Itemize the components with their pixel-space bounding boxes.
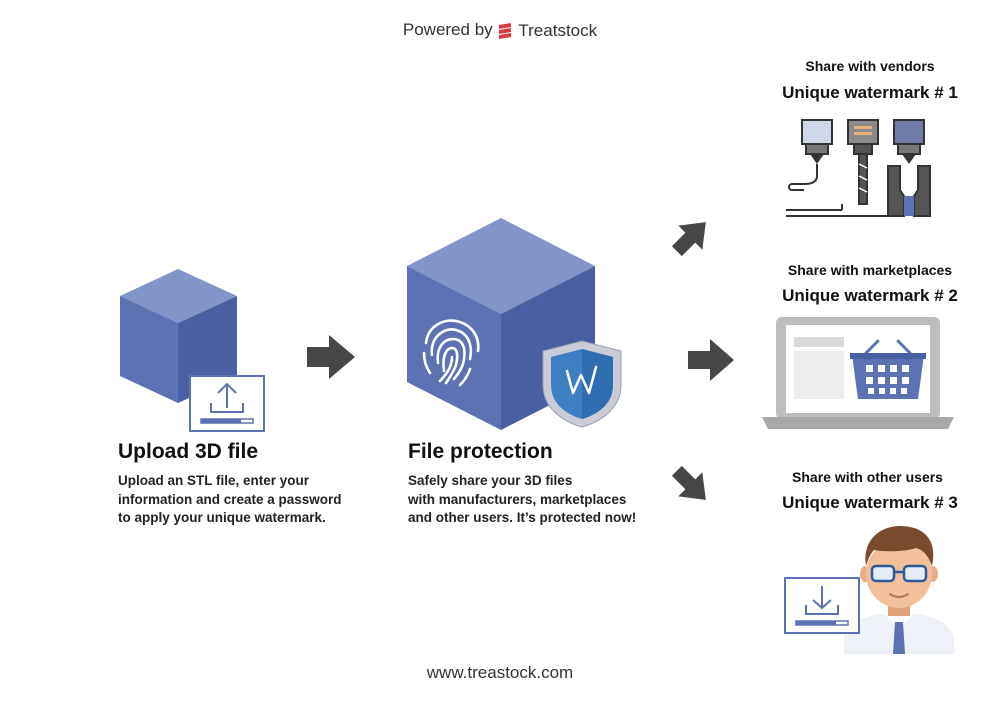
step-upload-description: Upload an STL file, enter your informati… (118, 472, 368, 528)
3d-printer-nozzles-icon (786, 119, 931, 217)
step-protection-line: with manufacturers, marketplaces (408, 491, 627, 507)
powered-by-header: Powered by Treatstock (0, 20, 1000, 41)
laptop-shopping-basket-icon (762, 317, 954, 429)
step-upload-line: Upload an STL file, enter your (118, 473, 310, 488)
fingerprint-icon (422, 319, 480, 387)
step-protection-description: Safely share your 3D files with manufact… (408, 472, 658, 528)
download-icon (784, 577, 860, 634)
footer-url[interactable]: www.treastock.com (426, 663, 574, 682)
step-protection-title: File protection (408, 440, 553, 463)
share-vendors-title: Unique watermark # 1 (782, 83, 958, 102)
brand-name: Treatstock (518, 20, 598, 40)
share-marketplaces-subtitle: Share with marketplaces (787, 262, 953, 278)
step-upload-line: to apply your unique watermark. (118, 510, 326, 525)
share-users-title: Unique watermark # 3 (782, 493, 958, 512)
brand[interactable]: Treatstock (497, 21, 597, 41)
treatstock-logo-icon (499, 22, 512, 39)
user-avatar-icon (844, 526, 954, 654)
share-marketplaces-title: Unique watermark # 2 (782, 286, 958, 305)
step-protection-line: Safely share your 3D files (408, 473, 573, 488)
step-upload-title: Upload 3D file (118, 440, 259, 463)
arrow-up-right-icon (671, 222, 706, 257)
step-protection-line: and other users. It’s protected now! (408, 510, 637, 525)
arrow-right-icon (688, 339, 734, 381)
powered-by-label: Powered by (402, 20, 493, 39)
upload-icon (189, 375, 265, 432)
share-users-subtitle: Share with other users (792, 469, 943, 485)
step-upload-line: information and create a password (118, 491, 342, 507)
share-vendors-subtitle: Share with vendors (805, 58, 935, 74)
shield-watermark-icon (542, 340, 622, 428)
arrow-right-icon (307, 335, 355, 379)
arrow-down-right-icon (671, 465, 706, 500)
